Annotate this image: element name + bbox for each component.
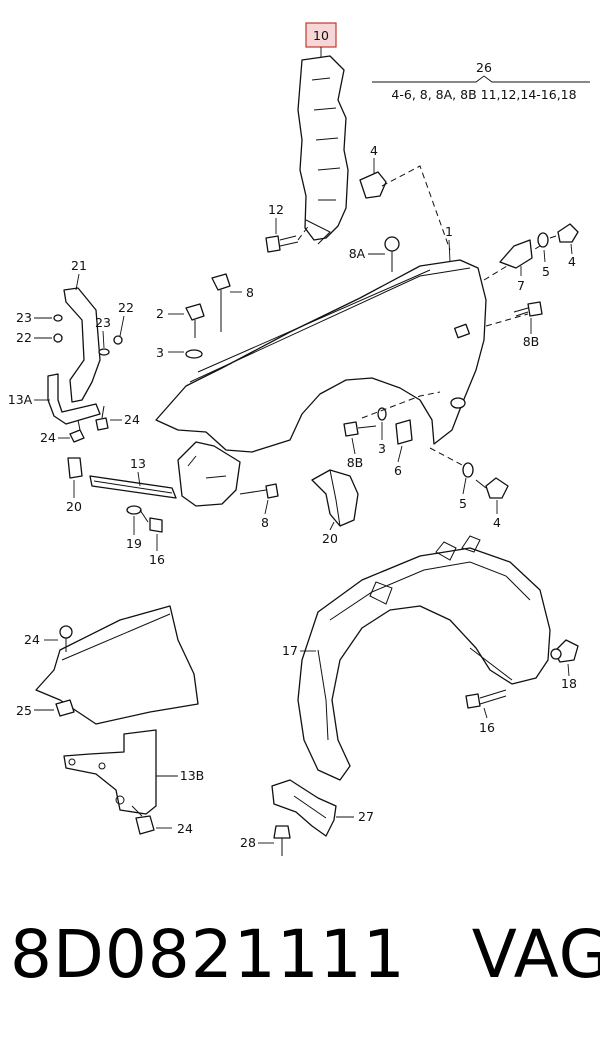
callout-22-right[interactable]: 22 — [118, 300, 134, 315]
part-25-nut — [55, 699, 75, 717]
callout-8-top[interactable]: 8 — [246, 285, 254, 300]
part-21-bracket — [63, 287, 101, 403]
callout-24-a[interactable]: 24 — [40, 430, 56, 445]
brand-name: VAG — [471, 916, 600, 993]
callout-5-lower[interactable]: 5 — [459, 496, 467, 511]
part-8-bolt-top — [211, 273, 231, 332]
callout-4-lower[interactable]: 4 — [493, 515, 501, 530]
part-8B-bolt-right — [513, 301, 543, 317]
callout-6[interactable]: 6 — [394, 463, 402, 478]
callout-14[interactable]: 16 — [149, 552, 165, 567]
part-17-wheel-liner — [297, 535, 551, 781]
part-18-bolt — [465, 689, 507, 709]
part-19-clip — [550, 639, 579, 663]
part-number: 8D0821111 — [10, 916, 406, 993]
callout-23-left[interactable]: 23 — [16, 310, 32, 325]
callout-17[interactable]: 17 — [282, 643, 298, 658]
callout-19[interactable]: 18 — [561, 676, 577, 691]
part-number-footer: 8D0821111 VAG — [10, 915, 600, 995]
part-22-nut-right — [113, 335, 123, 345]
callout-8B-center[interactable]: 8B — [347, 455, 364, 470]
part-6-nut — [395, 419, 413, 445]
callout-8A[interactable]: 8A — [349, 246, 366, 261]
part-23-nut-left — [53, 314, 63, 322]
part-23-nut-right — [98, 348, 110, 356]
part-inset-fender — [35, 605, 199, 725]
callout-24-inset[interactable]: 24 — [24, 632, 40, 647]
part-fender-support — [177, 441, 241, 507]
callout-13A[interactable]: 13A — [8, 392, 33, 407]
part-3-washer-left — [185, 349, 203, 359]
callout-2[interactable]: 2 — [156, 306, 164, 321]
part-11-clip — [359, 158, 387, 199]
callout-3-center[interactable]: 3 — [378, 441, 386, 456]
group-callout-26[interactable]: 26 — [476, 60, 492, 75]
callout-8B-right[interactable]: 8B — [523, 334, 540, 349]
part-24-screw-a — [69, 419, 85, 443]
part-16-clip — [67, 457, 83, 479]
group-26-bracket — [372, 75, 590, 83]
callout-3-left[interactable]: 3 — [156, 345, 164, 360]
callout-13B[interactable]: 13B — [180, 768, 204, 783]
callout-8-lower[interactable]: 8 — [261, 515, 269, 530]
callout-24-b[interactable]: 24 — [124, 412, 140, 427]
part-8B-bolt-center — [343, 421, 377, 437]
part-20-guide — [311, 469, 359, 527]
part-13-strut — [89, 475, 177, 499]
callout-24-lower[interactable]: 24 — [177, 821, 193, 836]
part-13A-bracket — [47, 373, 101, 425]
part-14-bolt — [139, 509, 163, 533]
part-10-bracket — [297, 55, 349, 245]
part-24-screw-b — [95, 405, 109, 431]
callout-10[interactable]: 10 — [313, 28, 329, 43]
callout-16[interactable]: 20 — [66, 499, 82, 514]
part-5-washer-top — [537, 232, 549, 248]
callout-13[interactable]: 13 — [130, 456, 146, 471]
part-2-bolt — [185, 303, 205, 338]
callout-18[interactable]: 16 — [479, 720, 495, 735]
callout-23-right[interactable]: 23 — [95, 315, 111, 330]
part-28-rivet — [273, 825, 291, 856]
part-3-washer-center — [377, 407, 387, 421]
parts-diagram: 10 26 4-6, 8, 8A, 8B 11,12,14-16,18 4 12… — [8, 22, 590, 856]
part-4-screw-lower — [475, 477, 509, 499]
callout-28[interactable]: 28 — [240, 835, 256, 850]
part-4-screw-top — [549, 223, 579, 243]
callout-4-top[interactable]: 4 — [568, 254, 576, 269]
callout-25[interactable]: 25 — [16, 703, 32, 718]
part-5-washer-lower — [462, 462, 474, 478]
part-13B-bracket — [63, 729, 157, 815]
part-12-bolt — [265, 235, 299, 253]
callout-11[interactable]: 4 — [370, 143, 378, 158]
group-26-members: 4-6, 8, 8A, 8B 11,12,14-16,18 — [391, 87, 576, 102]
part-1-fender — [155, 259, 487, 453]
callout-21[interactable]: 21 — [71, 258, 87, 273]
part-7-clip — [499, 239, 533, 269]
part-24-screw-inset — [59, 625, 73, 652]
part-22-nut-left — [53, 333, 63, 343]
callout-5-top[interactable]: 5 — [542, 264, 550, 279]
callout-15[interactable]: 19 — [126, 536, 142, 551]
part-27-mudflap — [271, 779, 337, 837]
part-15-washer — [126, 505, 142, 515]
callout-20[interactable]: 20 — [322, 531, 338, 546]
part-24-screw-lower — [131, 805, 155, 835]
callout-27[interactable]: 27 — [358, 809, 374, 824]
callout-22-left[interactable]: 22 — [16, 330, 32, 345]
part-8-bolt-lower — [239, 483, 279, 499]
callout-1[interactable]: 1 — [445, 224, 453, 239]
part-8A-bolt — [384, 236, 400, 272]
callout-12[interactable]: 12 — [268, 202, 284, 217]
callout-7[interactable]: 7 — [517, 278, 525, 293]
